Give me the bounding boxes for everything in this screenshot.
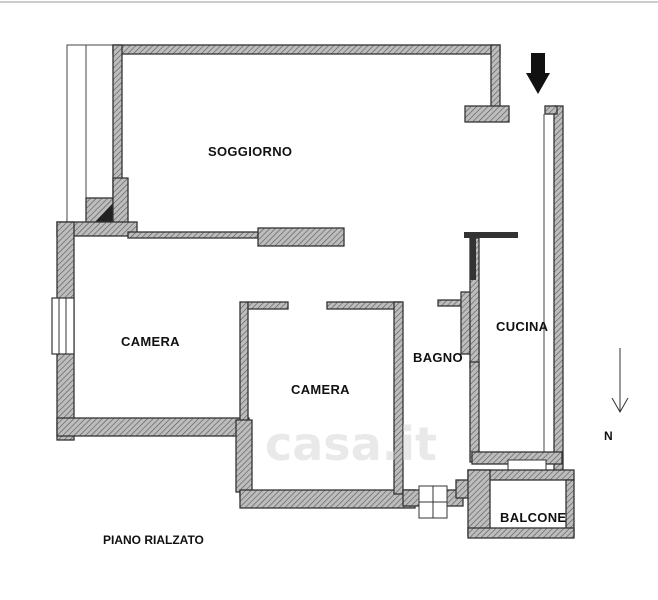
room-label-camera-center: CAMERA <box>291 382 350 397</box>
room-label-balcone: BALCONE <box>500 510 566 525</box>
walls <box>51 44 575 539</box>
room-label-cucina: CUCINA <box>496 319 549 334</box>
north-label: N <box>604 429 613 443</box>
room-label-bagno: BAGNO <box>413 350 463 365</box>
room-label-camera-left: CAMERA <box>121 334 180 349</box>
floor-label: PIANO RIALZATO <box>103 533 204 547</box>
room-label-soggiorno: SOGGIORNO <box>208 144 292 159</box>
north-arrow-icon <box>611 348 629 414</box>
entrance-arrow-icon <box>526 53 550 94</box>
watermark: casa.it <box>265 417 437 471</box>
